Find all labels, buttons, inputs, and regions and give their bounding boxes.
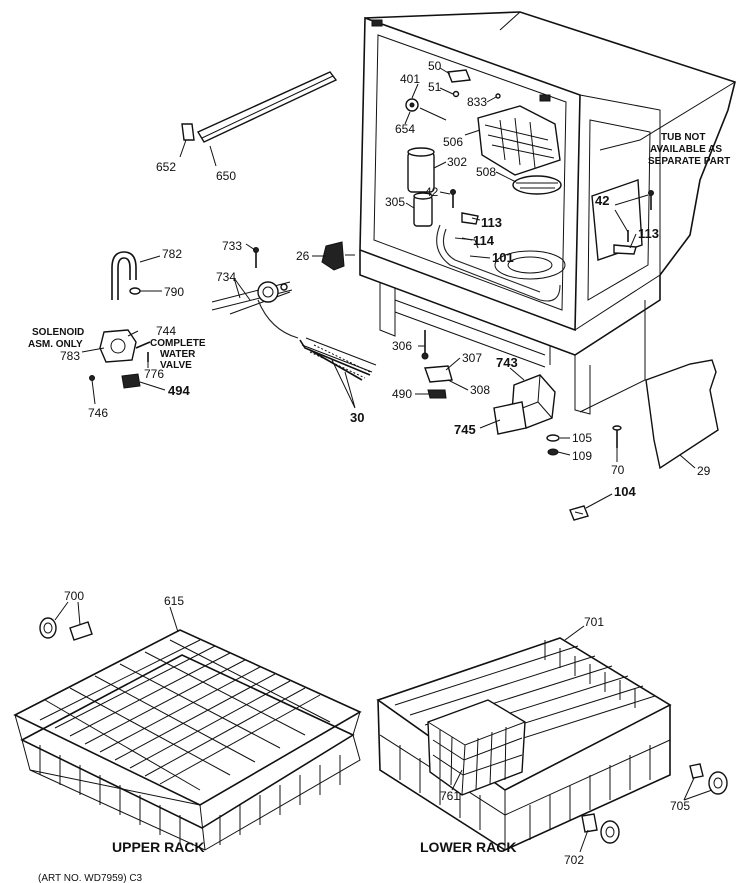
label-783: 783 bbox=[60, 349, 80, 363]
label-109: 109 bbox=[572, 449, 592, 463]
label-776: 776 bbox=[144, 367, 164, 381]
rack-roller-702 bbox=[581, 813, 620, 844]
label-307: 307 bbox=[462, 351, 482, 365]
label-114: 114 bbox=[473, 233, 495, 248]
label-654: 654 bbox=[395, 122, 415, 136]
label-734: 734 bbox=[216, 270, 236, 284]
label-42-side: 42 bbox=[595, 193, 609, 208]
label-733: 733 bbox=[222, 239, 242, 253]
lower-rack-701 bbox=[376, 637, 728, 851]
label-506: 506 bbox=[443, 135, 463, 149]
label-29: 29 bbox=[697, 464, 711, 478]
valve-note-line-2: WATER bbox=[160, 349, 196, 360]
rack-roller-705 bbox=[689, 763, 728, 795]
part-labels: 50 51 401 833 654 506 302 508 42 305 113… bbox=[60, 59, 711, 867]
solenoid-note-line-1: SOLENOID bbox=[32, 327, 84, 338]
plate-745 bbox=[493, 401, 527, 435]
vent-508 bbox=[512, 175, 562, 195]
springs-30 bbox=[299, 337, 377, 381]
label-401: 401 bbox=[400, 72, 420, 86]
label-790: 790 bbox=[164, 285, 184, 299]
label-101: 101 bbox=[492, 250, 514, 265]
label-490: 490 bbox=[392, 387, 412, 401]
rack-roller-700 bbox=[39, 617, 93, 641]
motor-tube-734 bbox=[211, 247, 299, 339]
screw-bracket bbox=[450, 189, 479, 249]
label-51: 51 bbox=[428, 80, 442, 94]
water-valve bbox=[89, 329, 151, 389]
label-70: 70 bbox=[611, 463, 625, 477]
label-700: 700 bbox=[64, 589, 84, 603]
gasket-650 bbox=[181, 71, 338, 143]
leader-lines bbox=[54, 67, 713, 853]
hose-782 bbox=[111, 251, 141, 300]
foot-104 bbox=[569, 505, 589, 521]
label-113-side: 113 bbox=[638, 226, 659, 241]
label-702: 702 bbox=[564, 853, 584, 867]
label-833: 833 bbox=[467, 95, 487, 109]
lower-rack-tines bbox=[394, 640, 656, 840]
fasteners bbox=[546, 425, 622, 456]
silverware-basket-761 bbox=[427, 699, 526, 796]
label-105: 105 bbox=[572, 431, 592, 445]
detergent-dispenser-506 bbox=[477, 105, 561, 176]
label-26: 26 bbox=[296, 249, 310, 263]
label-761: 761 bbox=[440, 789, 460, 803]
upper-rack-615 bbox=[13, 617, 362, 851]
label-615: 615 bbox=[164, 594, 184, 608]
rinse-aid-302 bbox=[407, 147, 435, 193]
label-652: 652 bbox=[156, 160, 176, 174]
tub-note: TUB NOT AVAILABLE AS SEPARATE PART bbox=[648, 132, 730, 167]
label-744: 744 bbox=[156, 324, 176, 338]
label-113: 113 bbox=[481, 215, 502, 230]
valve-note-line-3: VALVE bbox=[160, 360, 192, 371]
valve-note-line-1: COMPLETE bbox=[150, 338, 206, 349]
pump-bracket-307-308 bbox=[424, 365, 453, 399]
lower-rack-caption: LOWER RACK bbox=[420, 839, 516, 855]
label-701: 701 bbox=[584, 615, 604, 629]
upper-rack-caption: UPPER RACK bbox=[112, 839, 205, 855]
valve-note: COMPLETE WATER VALVE bbox=[150, 338, 206, 371]
label-302: 302 bbox=[447, 155, 467, 169]
cup-305 bbox=[413, 192, 433, 227]
toe-panel-29 bbox=[645, 359, 719, 470]
latch-50 bbox=[447, 69, 501, 99]
tub-assembly bbox=[359, 11, 736, 415]
label-50: 50 bbox=[428, 59, 442, 73]
art-number: (ART NO. WD7959) C3 bbox=[38, 873, 143, 883]
label-508: 508 bbox=[476, 165, 496, 179]
knob-654 bbox=[405, 98, 447, 121]
screw-306 bbox=[421, 330, 429, 360]
label-308: 308 bbox=[470, 383, 490, 397]
tub-note-line-3: SEPARATE PART bbox=[648, 156, 730, 167]
label-746: 746 bbox=[88, 406, 108, 420]
label-782: 782 bbox=[162, 247, 182, 261]
upper-rack-tines bbox=[39, 639, 341, 845]
label-306: 306 bbox=[392, 339, 412, 353]
label-650: 650 bbox=[216, 169, 236, 183]
label-705: 705 bbox=[670, 799, 690, 813]
solenoid-note: SOLENOID ASM. ONLY bbox=[28, 327, 84, 350]
label-42: 42 bbox=[425, 185, 439, 199]
label-30: 30 bbox=[350, 410, 364, 425]
label-743: 743 bbox=[496, 355, 518, 370]
label-305: 305 bbox=[385, 195, 405, 209]
solenoid-note-line-2: ASM. ONLY bbox=[28, 339, 83, 350]
tub-note-line-1: TUB NOT bbox=[661, 132, 705, 143]
tub-note-line-2: AVAILABLE AS bbox=[650, 144, 722, 155]
side-panel-bracket bbox=[591, 179, 654, 261]
label-104: 104 bbox=[614, 484, 636, 499]
label-745: 745 bbox=[454, 422, 476, 437]
bracket-26 bbox=[321, 241, 355, 271]
label-494: 494 bbox=[168, 383, 190, 398]
